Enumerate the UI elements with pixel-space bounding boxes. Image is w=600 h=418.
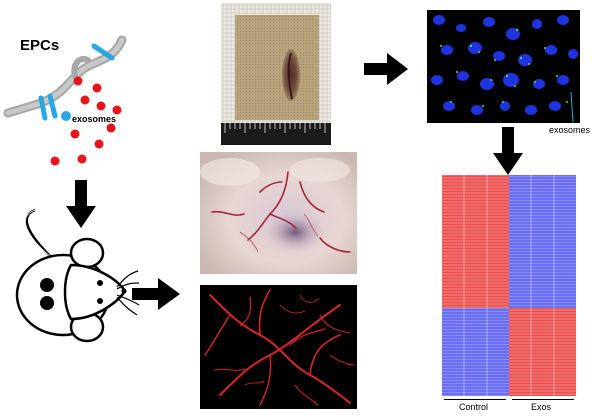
receptor [91,43,115,61]
control-label: Control [459,402,489,412]
exosome [94,139,104,149]
exosome [80,95,90,105]
exosome [70,129,80,139]
skin-vessel-photo [200,152,357,274]
arrow-icon [66,180,96,228]
exosome [50,156,60,166]
receptor [38,95,48,121]
vasculature-photo [200,285,357,409]
exosome [96,101,106,111]
epc-cell-icon [3,35,127,166]
arrow-icon [132,278,180,310]
mouse-icon [15,208,140,343]
wound-photo [221,3,331,145]
fluorescence-image [427,10,580,123]
exosomes-label-left: exosomes [72,114,117,124]
arrow-icon [364,53,408,85]
exosome [92,83,102,93]
exosome [73,76,83,86]
exos-bracket [512,399,574,400]
control-bracket [444,399,506,400]
exosome [112,105,122,115]
budding-vesicle [71,56,91,79]
epc-diagram: EPCs exosomes [0,0,160,175]
exosomes-label-right: exosomes [549,125,591,135]
exosome [106,123,116,133]
exosome-marker [61,111,71,121]
heatmap [442,175,576,396]
exosome [77,154,87,164]
arrow-icon [493,127,523,175]
receptor [47,93,58,119]
epcs-label: EPCs [20,37,60,54]
exos-label: Exos [531,402,552,412]
